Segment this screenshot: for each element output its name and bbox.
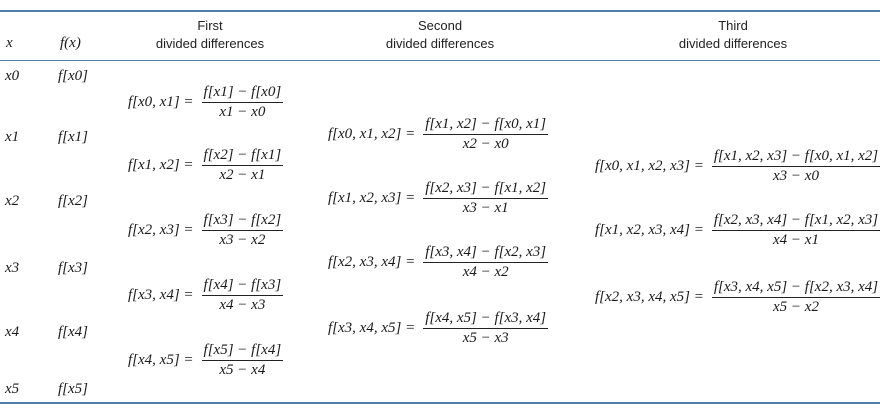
fraction-denominator: x5 − x4 bbox=[219, 362, 266, 378]
first-difference-4: f[x4, x5] = f[x5] − f[x4] x5 − x4 bbox=[128, 342, 284, 379]
x-value-5: x5 bbox=[5, 381, 20, 397]
f-value-0: f[x0] bbox=[58, 68, 88, 84]
fraction-numerator: f[x2, x3, x4] − f[x1, x2, x3] bbox=[711, 212, 881, 231]
header-third-line1: Third bbox=[718, 18, 748, 33]
x-value-1: x1 bbox=[5, 129, 20, 145]
header-first-line1: First bbox=[197, 18, 223, 33]
fraction-numerator: f[x3] − f[x2] bbox=[201, 212, 284, 231]
third-difference-lhs: f[x2, x3, x4, x5] = bbox=[595, 289, 704, 305]
first-difference-lhs: f[x2, x3] = bbox=[128, 222, 194, 238]
header-second-line1: Second bbox=[417, 18, 463, 33]
fraction-numerator: f[x1] − f[x0] bbox=[201, 84, 284, 103]
fraction-numerator: f[x4, x5] − f[x3, x4] bbox=[423, 310, 549, 329]
header-second: Second divided differences bbox=[370, 17, 510, 53]
fraction-denominator: x4 − x2 bbox=[462, 264, 509, 280]
fraction-denominator: x4 − x1 bbox=[773, 232, 819, 248]
third-difference-0: f[x0, x1, x2, x3] = f[x1, x2, x3] − f[x0… bbox=[595, 148, 881, 185]
header-first-line2: divided differences bbox=[155, 36, 265, 51]
header-fx: f(x) bbox=[60, 35, 81, 51]
fraction: f[x3, x4] − f[x2, x3] x4 − x2 bbox=[423, 244, 549, 281]
x-value-0: x0 bbox=[5, 68, 20, 84]
fraction: f[x2, x3, x4] − f[x1, x2, x3] x4 − x1 bbox=[711, 212, 881, 249]
first-difference-lhs: f[x4, x5] = bbox=[128, 352, 194, 368]
header-x: x bbox=[6, 35, 13, 51]
fraction-denominator: x3 − x0 bbox=[773, 168, 819, 184]
fraction-denominator: x5 − x2 bbox=[773, 299, 819, 315]
header-third-line2: divided differences bbox=[678, 36, 788, 51]
fraction-denominator: x2 − x0 bbox=[462, 136, 509, 152]
header-third: Third divided differences bbox=[663, 17, 803, 53]
fraction-numerator: f[x1, x2] − f[x0, x1] bbox=[423, 116, 549, 135]
first-difference-lhs: f[x0, x1] = bbox=[128, 94, 194, 110]
fraction-denominator: x5 − x3 bbox=[462, 330, 509, 346]
first-difference-lhs: f[x3, x4] = bbox=[128, 287, 194, 303]
fraction-denominator: x4 − x3 bbox=[219, 297, 266, 313]
x-value-4: x4 bbox=[5, 324, 20, 340]
fraction-denominator: x3 − x2 bbox=[219, 232, 266, 248]
third-difference-lhs: f[x1, x2, x3, x4] = bbox=[595, 222, 704, 238]
table-header-rule bbox=[0, 60, 880, 61]
fraction: f[x2, x3] − f[x1, x2] x3 − x1 bbox=[423, 180, 549, 217]
fraction: f[x4] − f[x3] x4 − x3 bbox=[201, 277, 284, 314]
third-difference-1: f[x1, x2, x3, x4] = f[x2, x3, x4] − f[x1… bbox=[595, 212, 881, 249]
fraction-denominator: x3 − x1 bbox=[462, 200, 509, 216]
fraction: f[x1, x2] − f[x0, x1] x2 − x0 bbox=[423, 116, 549, 153]
second-difference-0: f[x0, x1, x2] = f[x1, x2] − f[x0, x1] x2… bbox=[328, 116, 549, 153]
fraction-denominator: x1 − x0 bbox=[219, 104, 266, 120]
fraction: f[x3] − f[x2] x3 − x2 bbox=[201, 212, 284, 249]
fraction-numerator: f[x5] − f[x4] bbox=[201, 342, 284, 361]
fraction-numerator: f[x2, x3] − f[x1, x2] bbox=[423, 180, 549, 199]
f-value-2: f[x2] bbox=[58, 193, 88, 209]
fraction: f[x4, x5] − f[x3, x4] x5 − x3 bbox=[423, 310, 549, 347]
f-value-5: f[x5] bbox=[58, 381, 88, 397]
first-difference-lhs: f[x1, x2] = bbox=[128, 157, 194, 173]
fraction: f[x3, x4, x5] − f[x2, x3, x4] x5 − x2 bbox=[711, 279, 881, 316]
fraction: f[x1, x2, x3] − f[x0, x1, x2] x3 − x0 bbox=[711, 148, 881, 185]
fraction-denominator: x2 − x1 bbox=[219, 167, 266, 183]
fraction: f[x2] − f[x1] x2 − x1 bbox=[201, 147, 284, 184]
second-difference-3: f[x3, x4, x5] = f[x4, x5] − f[x3, x4] x5… bbox=[328, 310, 549, 347]
fraction-numerator: f[x4] − f[x3] bbox=[201, 277, 284, 296]
third-difference-2: f[x2, x3, x4, x5] = f[x3, x4, x5] − f[x2… bbox=[595, 279, 881, 316]
fraction-numerator: f[x2] − f[x1] bbox=[201, 147, 284, 166]
first-difference-1: f[x1, x2] = f[x2] − f[x1] x2 − x1 bbox=[128, 147, 284, 184]
second-difference-lhs: f[x1, x2, x3] = bbox=[328, 190, 416, 206]
second-difference-1: f[x1, x2, x3] = f[x2, x3] − f[x1, x2] x3… bbox=[328, 180, 549, 217]
second-difference-lhs: f[x2, x3, x4] = bbox=[328, 254, 416, 270]
third-difference-lhs: f[x0, x1, x2, x3] = bbox=[595, 158, 704, 174]
first-difference-0: f[x0, x1] = f[x1] − f[x0] x1 − x0 bbox=[128, 84, 284, 121]
fraction: f[x1] − f[x0] x1 − x0 bbox=[201, 84, 284, 121]
table-bottom-rule bbox=[0, 402, 880, 404]
fraction-numerator: f[x3, x4, x5] − f[x2, x3, x4] bbox=[711, 279, 881, 298]
first-difference-2: f[x2, x3] = f[x3] − f[x2] x3 − x2 bbox=[128, 212, 284, 249]
second-difference-lhs: f[x3, x4, x5] = bbox=[328, 320, 416, 336]
x-value-3: x3 bbox=[5, 260, 20, 276]
f-value-1: f[x1] bbox=[58, 129, 88, 145]
f-value-4: f[x4] bbox=[58, 324, 88, 340]
header-second-line2: divided differences bbox=[385, 36, 495, 51]
fraction-numerator: f[x1, x2, x3] − f[x0, x1, x2] bbox=[711, 148, 881, 167]
x-value-2: x2 bbox=[5, 193, 20, 209]
f-value-3: f[x3] bbox=[58, 260, 88, 276]
second-difference-lhs: f[x0, x1, x2] = bbox=[328, 126, 416, 142]
table-top-rule bbox=[0, 10, 880, 12]
first-difference-3: f[x3, x4] = f[x4] − f[x3] x4 − x3 bbox=[128, 277, 284, 314]
fraction-numerator: f[x3, x4] − f[x2, x3] bbox=[423, 244, 549, 263]
second-difference-2: f[x2, x3, x4] = f[x3, x4] − f[x2, x3] x4… bbox=[328, 244, 549, 281]
fraction: f[x5] − f[x4] x5 − x4 bbox=[201, 342, 284, 379]
header-first: First divided differences bbox=[140, 17, 280, 53]
